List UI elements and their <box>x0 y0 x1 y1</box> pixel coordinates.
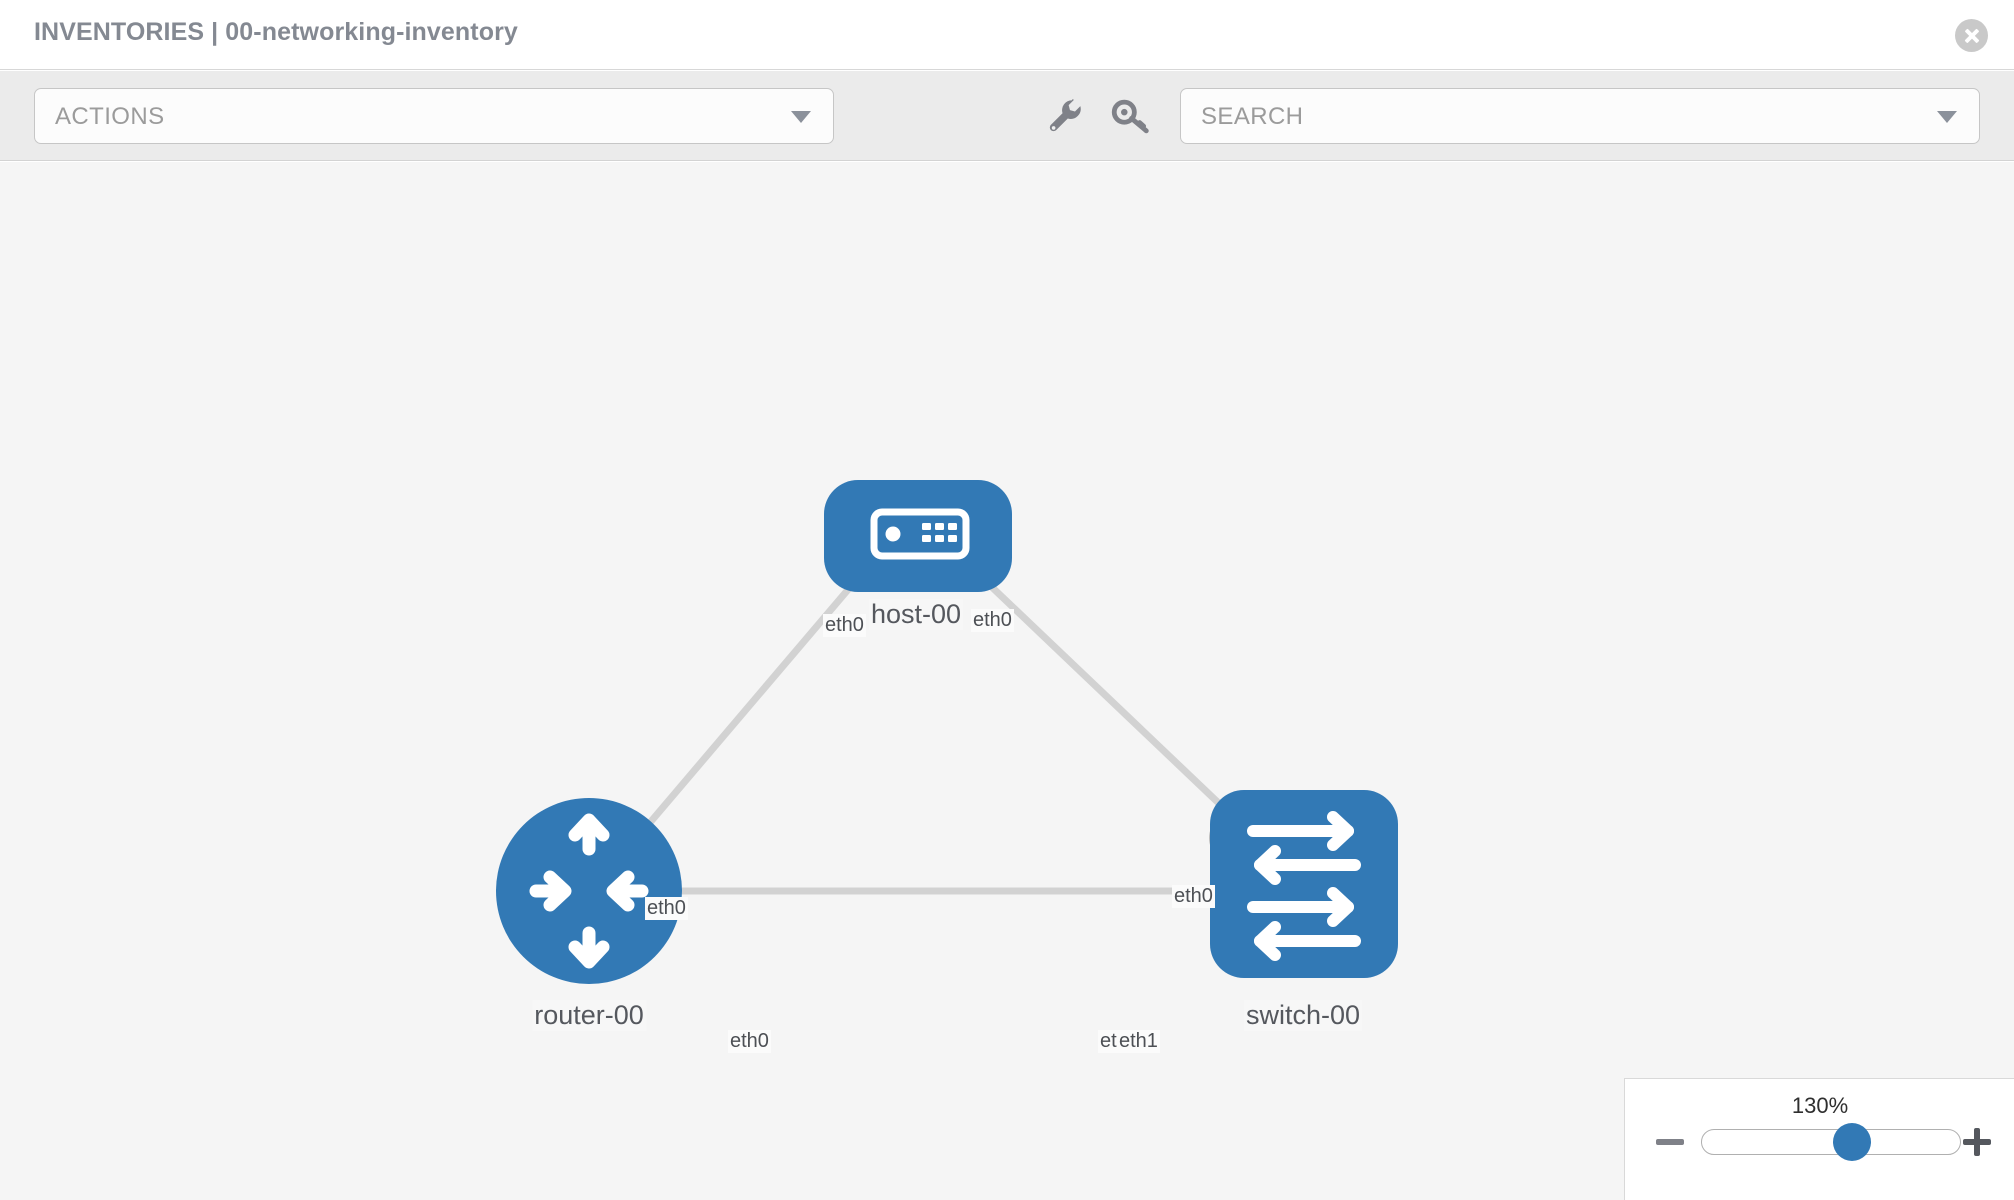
topology-links <box>622 549 1273 895</box>
search-input[interactable]: SEARCH <box>1180 88 1980 144</box>
zoom-control-panel: 130% <box>1624 1078 2014 1200</box>
node-host-00 <box>824 480 1012 592</box>
actions-dropdown-label: ACTIONS <box>55 103 165 130</box>
page-header: INVENTORIES | 00-networking-inventory <box>0 0 2014 70</box>
page-title: INVENTORIES | 00-networking-inventory <box>34 18 518 46</box>
toolbar: ACTIONS SEARCH <box>0 71 2014 161</box>
iface-label-host-eth0-right: eth0 <box>971 609 1014 632</box>
zoom-slider[interactable] <box>1701 1123 1961 1161</box>
topology-canvas[interactable]: host-00 router-00 switch-00 eth0 eth0 et… <box>0 162 2014 1200</box>
key-icon[interactable] <box>1108 93 1154 139</box>
minus-icon[interactable] <box>1653 1125 1687 1159</box>
close-icon[interactable] <box>1955 19 1988 52</box>
link-host-router <box>622 549 883 855</box>
node-label-router-00: router-00 <box>532 1000 646 1031</box>
node-label-switch-00: switch-00 <box>1243 1000 1363 1031</box>
chevron-down-icon[interactable] <box>1937 111 1957 123</box>
iface-label-router-eth0-right: eth0 <box>728 1030 771 1053</box>
search-placeholder: SEARCH <box>1201 103 1304 130</box>
zoom-slider-thumb[interactable] <box>1832 1123 1871 1161</box>
chevron-down-icon <box>791 111 811 123</box>
zoom-level-label: 130% <box>1791 1093 1849 1118</box>
iface-label-switch-eth1: eth1 <box>1117 1030 1160 1053</box>
node-router-00 <box>496 798 682 984</box>
plus-icon[interactable] <box>1960 1125 1994 1159</box>
node-switch-00 <box>1210 790 1398 978</box>
wrench-icon[interactable] <box>1040 93 1086 139</box>
iface-label-router-eth0-up: eth0 <box>645 897 688 920</box>
iface-label-host-eth0-left: eth0 <box>823 614 866 637</box>
link-host-switch <box>952 549 1273 855</box>
node-label-host-00: host-00 <box>868 599 964 630</box>
iface-label-switch-eth0-up: eth0 <box>1172 885 1215 908</box>
actions-dropdown[interactable]: ACTIONS <box>34 88 834 144</box>
topology-graph <box>496 480 1398 984</box>
